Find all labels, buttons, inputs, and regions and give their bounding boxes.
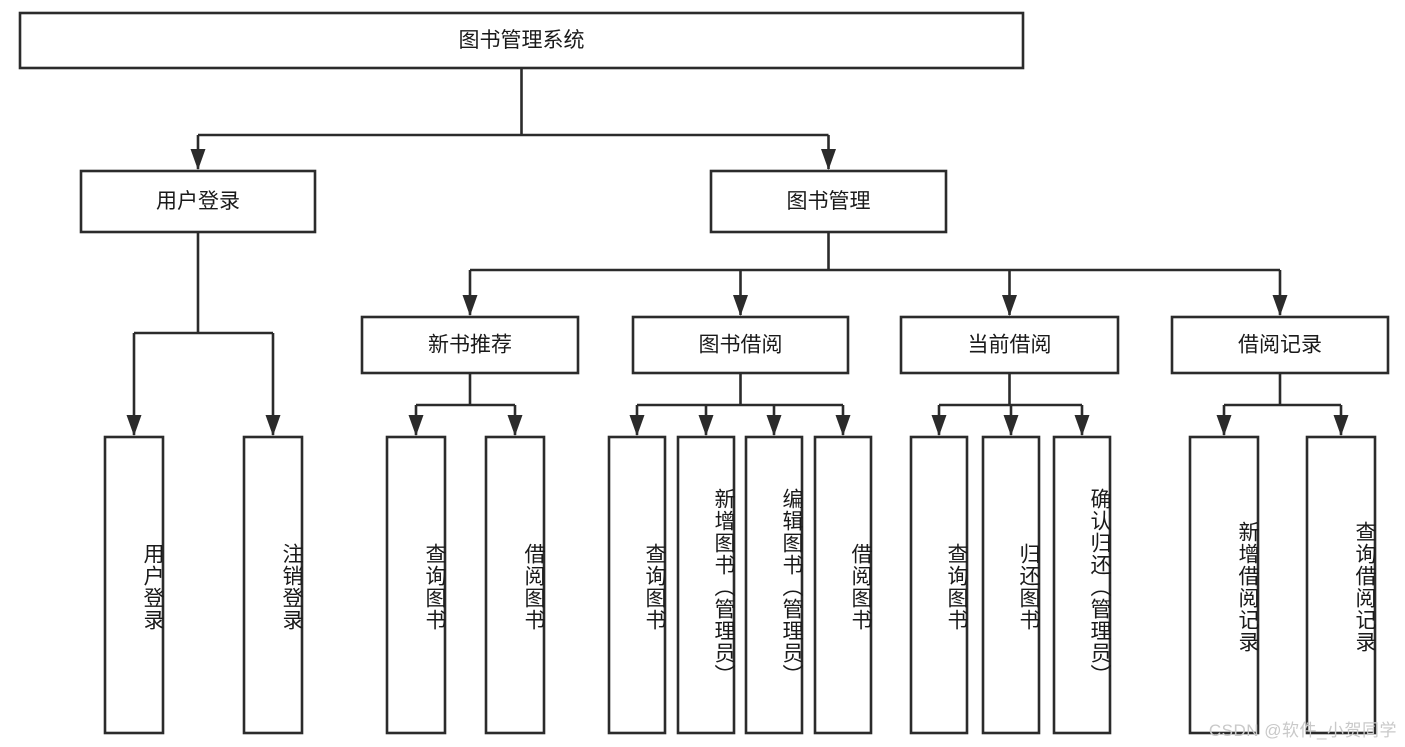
node-box-book-borrow[interactable] [631, 315, 850, 375]
boxes-layer [18, 11, 1390, 735]
arrow-head-icon-leaf-borrow-book-rec [507, 415, 523, 436]
arrow-head-icon-leaf-user-login [126, 415, 142, 436]
arrow-head-icon-leaf-logout [265, 415, 281, 436]
node-box-leaf-edit-book[interactable] [744, 435, 804, 735]
node-box-leaf-query-record[interactable] [1305, 435, 1377, 735]
arrow-head-icon-leaf-confirm-return [1074, 415, 1090, 436]
arrow-head-icon-leaf-query-book-rec [408, 415, 424, 436]
arrow-head-icon-leaf-add-book [698, 415, 714, 436]
node-label-book-manage: 图书管理 [787, 190, 871, 213]
arrow-head-icon-user-login [190, 149, 206, 170]
arrow-head-icon-current-borrow [1002, 295, 1017, 316]
node-box-leaf-borrow-book[interactable] [813, 435, 873, 735]
node-label-book-borrow: 图书借阅 [699, 334, 783, 357]
node-label-user-login: 用户登录 [156, 190, 240, 213]
node-box-current-borrow[interactable] [899, 315, 1120, 375]
arrow-head-icon-leaf-add-record [1216, 415, 1232, 436]
node-box-leaf-user-login[interactable] [103, 435, 165, 735]
node-box-leaf-borrow-book-rec[interactable] [484, 435, 546, 735]
arrow-head-icon-leaf-edit-book [766, 415, 782, 436]
arrow-head-icon-leaf-query-book-cur [931, 415, 947, 436]
node-box-leaf-return-book[interactable] [981, 435, 1041, 735]
arrow-head-icon-borrow-record [1272, 295, 1288, 316]
node-box-leaf-query-book-borrow[interactable] [607, 435, 667, 735]
node-box-leaf-query-book-cur[interactable] [909, 435, 969, 735]
arrow-head-icon-new-book-rec [462, 295, 478, 316]
node-box-book-manage[interactable] [709, 169, 948, 234]
watermark-text: CSDN @软件_小贺同学 [1208, 721, 1397, 740]
node-label-root: 图书管理系统 [459, 29, 585, 52]
node-label-borrow-record: 借阅记录 [1238, 334, 1322, 357]
node-box-root[interactable] [18, 11, 1025, 70]
node-label-new-book-rec: 新书推荐 [428, 334, 512, 357]
node-box-leaf-add-record[interactable] [1188, 435, 1260, 735]
node-box-leaf-confirm-return[interactable] [1052, 435, 1112, 735]
node-box-borrow-record[interactable] [1170, 315, 1390, 375]
node-box-user-login[interactable] [79, 169, 317, 234]
arrow-head-icon-book-manage [821, 149, 836, 170]
node-box-leaf-add-book[interactable] [676, 435, 736, 735]
node-box-new-book-rec[interactable] [360, 315, 580, 375]
arrow-head-icon-leaf-query-book-borrow [629, 415, 645, 436]
arrow-head-icon-leaf-query-record [1333, 415, 1349, 436]
connectors-layer [126, 68, 1349, 436]
node-label-current-borrow: 当前借阅 [968, 334, 1052, 357]
node-box-leaf-query-book-rec[interactable] [385, 435, 447, 735]
node-box-leaf-logout[interactable] [242, 435, 304, 735]
arrow-head-icon-book-borrow [733, 295, 748, 316]
arrow-head-icon-leaf-borrow-book [835, 415, 851, 436]
arrow-head-icon-leaf-return-book [1003, 415, 1019, 436]
